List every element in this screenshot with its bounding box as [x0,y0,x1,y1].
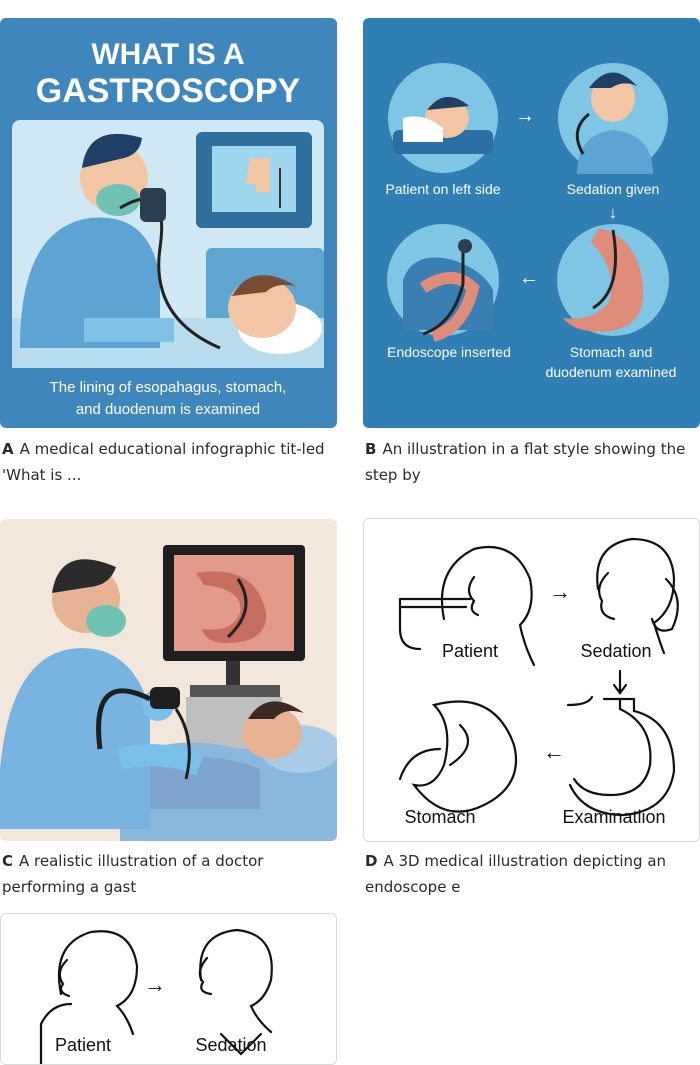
option-a-letter: A [2,440,14,458]
option-b-arrow-right-icon: → [515,105,535,127]
option-a-subtitle-line1: The lining of esopahagus, stomach, [50,379,287,396]
option-a-image[interactable]: WHAT IS A GASTROSCOPY The lining of esop… [0,18,337,428]
option-b-step-2: Sedation given [567,181,660,197]
option-b-letter: B [365,440,377,458]
option-d-step-4: Examinatiion [562,807,665,827]
option-d-image[interactable]: → ← Patient Sedation Stomach Examinatiio… [363,518,700,842]
option-b-step-4-line1: Stomach and [570,344,653,360]
option-a-subtitle-line2: and duodenum is examined [76,401,260,418]
option-d-arrow-right-icon: → [549,579,571,604]
option-a-title-line2: GASTROSCOPY [36,72,301,110]
option-d-caption-text: A 3D medical illustration depicting an e… [365,852,667,896]
option-e-arrow-right-icon: → [144,972,166,997]
option-a-caption-text: A medical educational infographic tit-le… [2,440,325,484]
option-d-arrow-left-icon: ← [543,739,565,764]
option-b-arrow-down-icon: ↓ [609,205,617,222]
option-d-step-1: Patient [442,641,498,661]
option-b-step-4-line2: duodenum examined [546,364,677,380]
option-a-title-line1: WHAT IS A [91,38,244,71]
option-b-caption-text: An illustration in a flat style showing … [365,440,686,484]
option-b-step-1: Patient on left side [385,181,500,197]
option-c-letter: C [2,852,14,870]
option-d-step-2: Sedation [580,641,651,661]
option-b-arrow-left-icon: ← [519,267,539,289]
option-e-image[interactable]: → Patient Sedation [0,913,337,1065]
option-b-step-3: Endoscope inserted [387,344,511,360]
option-e-step-1: Patient [55,1035,111,1055]
option-c-caption-text: A realistic illustration of a doctor per… [2,852,264,896]
option-d-letter: D [365,852,378,870]
option-d-step-3: Stomach [404,807,475,827]
option-e-step-2: Sedation [195,1035,266,1055]
option-c-image[interactable] [0,519,337,841]
option-b-image[interactable]: Patient on left side → Sedation given ↓ … [363,18,700,428]
